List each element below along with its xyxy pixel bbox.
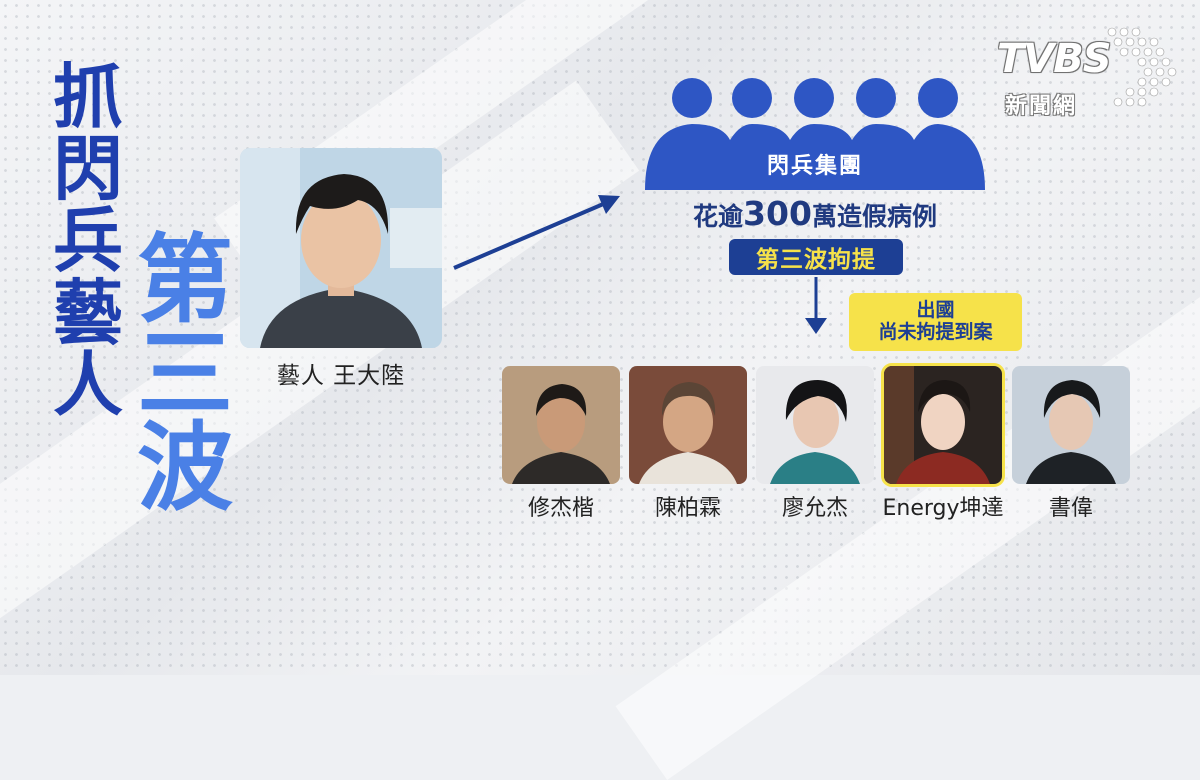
headline-char: 第	[137, 224, 233, 336]
cost-prefix: 花逾	[693, 202, 744, 231]
tvbs-logo: TVBS	[997, 36, 1112, 82]
celebrity-photo	[629, 366, 747, 484]
celebrity-name: 修杰楷	[527, 496, 594, 521]
featured-person-caption: 藝人 王大陸	[276, 363, 406, 389]
tvbs-logo-subtitle: 新聞網	[1005, 94, 1078, 119]
abroad-note-box: 出國 尚未拘提到案	[849, 293, 1022, 351]
celebrity-photo	[756, 366, 874, 484]
headline-char: 波	[137, 412, 233, 524]
celebrity-photo	[884, 366, 1002, 484]
third-wave-label: 第三波拘提	[756, 247, 876, 273]
headline-char: 三	[137, 318, 233, 430]
third-wave-badge: 第三波拘提	[729, 239, 903, 275]
tvbs-logo-dots	[1107, 27, 1177, 107]
abroad-line-2: 尚未拘提到案	[878, 321, 993, 343]
headline-char: 人	[53, 344, 123, 426]
featured-person-photo	[240, 148, 442, 348]
celebrity-name: 書偉	[1048, 496, 1093, 521]
headline-char: 兵	[53, 200, 123, 282]
cost-description: 花逾300萬造假病例	[630, 194, 1000, 233]
celebrity-photo	[502, 366, 620, 484]
celebrity-name: 陳柏霖	[654, 496, 721, 521]
headline-line-2: 第 三 波	[130, 224, 240, 524]
group-label: 閃兵集團	[766, 154, 863, 179]
headline-char: 藝	[53, 272, 123, 354]
celebrity-photo	[1012, 366, 1130, 484]
headline-char: 閃	[53, 128, 123, 210]
headline-line-1: 抓 閃 兵 藝 人	[48, 62, 128, 422]
celebrity-name: 廖允杰	[781, 496, 848, 521]
cost-number: 300	[743, 194, 812, 233]
celebrity-name: Energy坤達	[882, 496, 1004, 521]
abroad-line-1: 出國	[916, 299, 955, 322]
headline-char: 抓	[53, 56, 123, 138]
cost-suffix: 萬造假病例	[811, 202, 937, 231]
